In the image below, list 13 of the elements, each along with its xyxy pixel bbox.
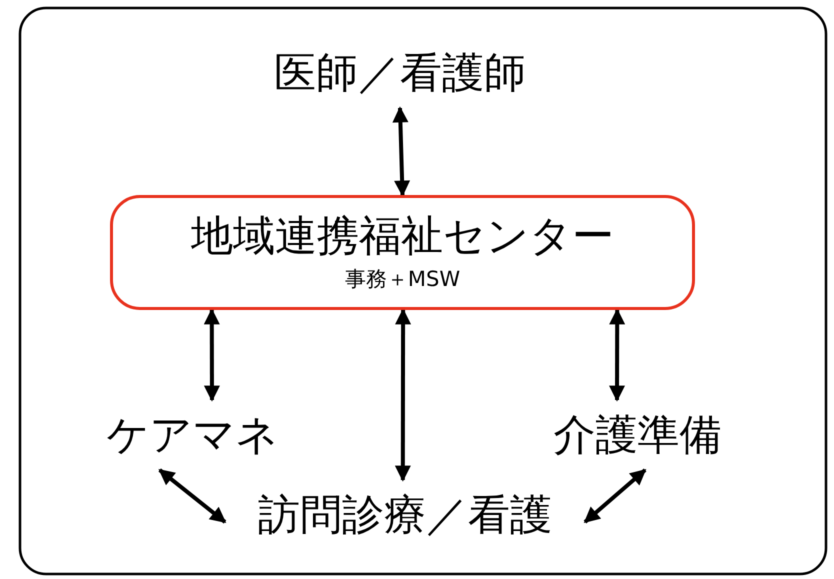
double-arrow bbox=[392, 106, 410, 197]
double-arrow bbox=[204, 308, 220, 402]
double-arrow bbox=[609, 308, 626, 402]
node-label: 介護準備 bbox=[554, 412, 722, 458]
double-arrow bbox=[584, 468, 646, 524]
node-label: 地域連携福祉センター bbox=[191, 212, 614, 259]
node-label: ケアマネ bbox=[106, 412, 278, 458]
double-arrow bbox=[158, 468, 226, 524]
node-label: 医師／看護師 bbox=[274, 50, 526, 96]
process-box bbox=[110, 195, 695, 310]
node-label: 訪問診療／看護 bbox=[258, 492, 552, 538]
double-arrow bbox=[394, 308, 412, 482]
node-subtitle: 事務＋MSW bbox=[344, 267, 460, 292]
